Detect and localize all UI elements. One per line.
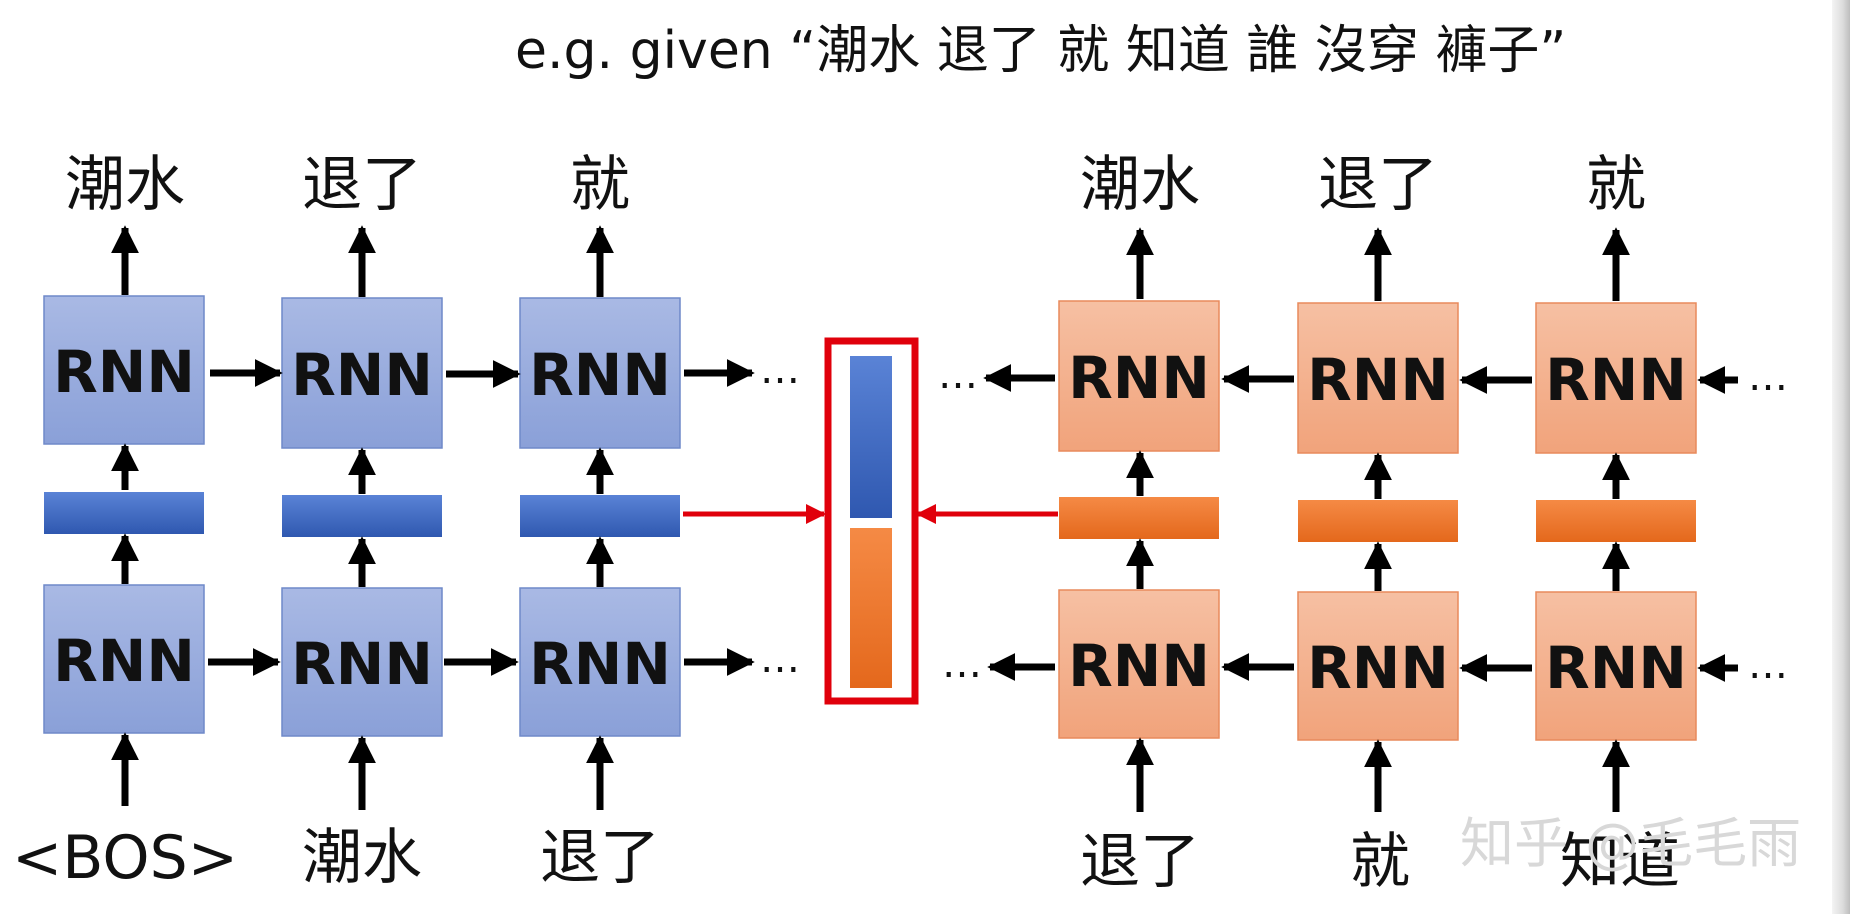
rnn-label: RNN (291, 341, 433, 409)
forward-input-2: 潮水 (302, 823, 422, 893)
forward-lower-rnn-3 (519, 587, 681, 737)
forward-input-1: <BOS> (12, 823, 238, 893)
backward-upper-rnn-2 (1297, 302, 1459, 454)
rnn-label: RNN (1068, 632, 1210, 700)
backward-rnn: 潮水 RNN RNN 退了 退了 RNN RNN 就 就 RNN RNN 知道 (938, 150, 1788, 897)
concat-forward-part (850, 356, 892, 518)
backward-upper-rnn-3 (1535, 302, 1697, 454)
forward-rnn: 潮水 RNN RNN <BOS> 退了 RNN RNN 潮水 就 RNN RNN (12, 150, 800, 893)
ellipsis: … (1748, 642, 1788, 688)
rnn-label: RNN (1307, 346, 1449, 414)
rnn-label: RNN (291, 630, 433, 698)
rnn-label: RNN (529, 341, 671, 409)
concat-backward-part (850, 528, 892, 688)
forward-output-3: 就 (570, 150, 630, 220)
slide-edge-shadow (1832, 0, 1850, 914)
forward-hidden-vector-1 (44, 492, 204, 534)
backward-hidden-vector-3 (1536, 500, 1696, 542)
backward-upper-rnn-1 (1058, 300, 1220, 452)
ellipsis: … (938, 352, 978, 398)
forward-hidden-vector-3 (520, 495, 680, 537)
backward-output-2: 退了 (1318, 150, 1438, 220)
diagram-title: e.g. given “潮水 退了 就 知道 誰 沒穿 褲子” (515, 21, 1566, 81)
backward-lower-rnn-3 (1535, 591, 1697, 741)
ellipsis: … (942, 641, 982, 687)
forward-lower-rnn-1 (43, 584, 205, 734)
concatenated-vector (683, 337, 1058, 705)
rnn-label: RNN (1068, 344, 1210, 412)
rnn-label: RNN (53, 627, 195, 695)
watermark: 知乎 @毛毛雨 (1460, 812, 1801, 875)
forward-hidden-vector-2 (282, 495, 442, 537)
concat-border (824, 337, 919, 705)
backward-input-1: 退了 (1080, 827, 1200, 897)
rnn-label: RNN (529, 630, 671, 698)
ellipsis: … (760, 636, 800, 682)
backward-lower-rnn-2 (1297, 591, 1459, 741)
forward-output-2: 退了 (302, 150, 422, 220)
backward-output-1: 潮水 (1080, 150, 1200, 220)
backward-input-3: 知道 (1560, 827, 1680, 897)
backward-input-2: 就 (1350, 827, 1410, 897)
rnn-label: RNN (1545, 634, 1687, 702)
rnn-label: RNN (53, 338, 195, 406)
backward-output-3: 就 (1586, 150, 1646, 220)
rnn-label: RNN (1307, 634, 1449, 702)
rnn-label: RNN (1545, 346, 1687, 414)
forward-output-1: 潮水 (65, 150, 185, 220)
forward-input-3: 退了 (540, 823, 660, 893)
ellipsis: … (760, 347, 800, 393)
backward-hidden-vector-2 (1298, 500, 1458, 542)
backward-lower-rnn-1 (1058, 589, 1220, 739)
ellipsis: … (1748, 354, 1788, 400)
backward-hidden-vector-1 (1059, 497, 1219, 539)
forward-lower-rnn-2 (281, 587, 443, 737)
forward-upper-rnn-2 (281, 297, 443, 449)
